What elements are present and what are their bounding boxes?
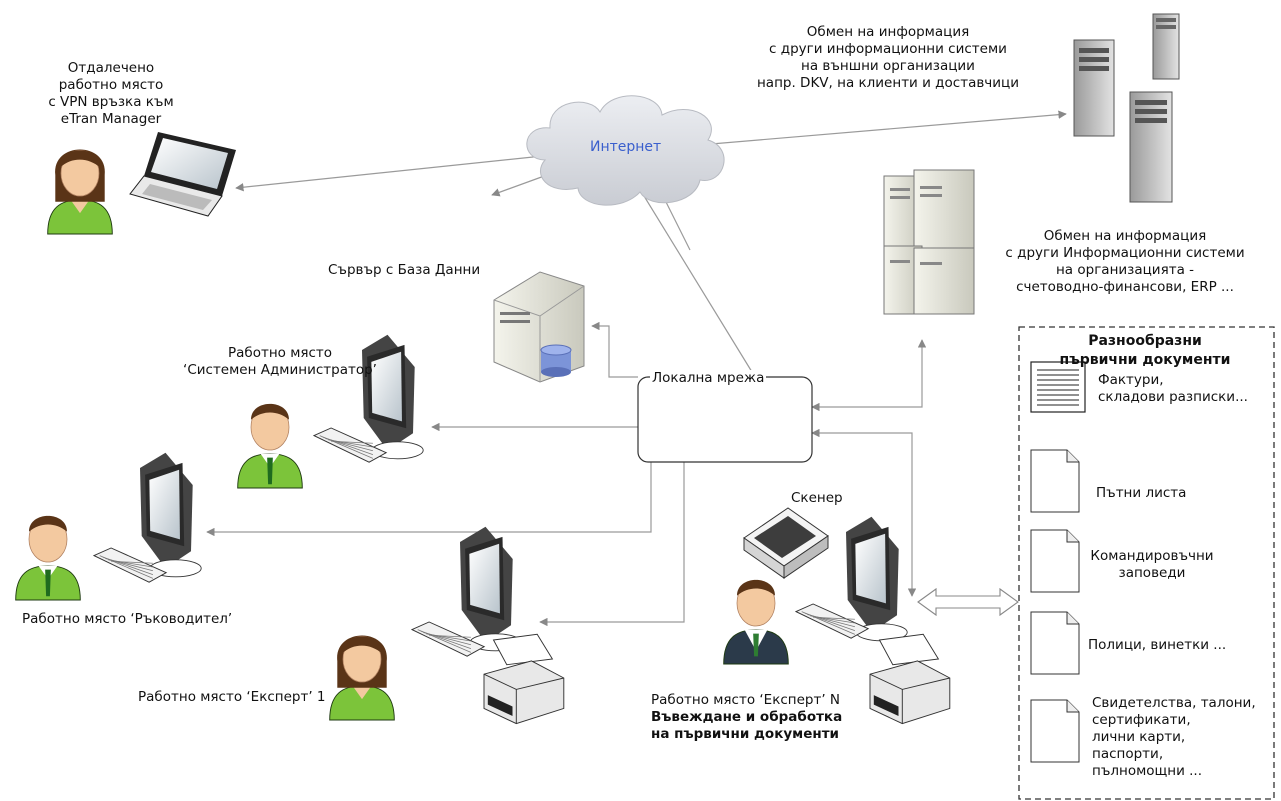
keyboard-icon <box>92 547 168 583</box>
doc-waybills-label: Пътни листа <box>1096 485 1187 501</box>
lan-to-expert1-line <box>539 462 685 627</box>
expertN-monitor-icon <box>846 516 908 642</box>
db-server-label: Сървър с База Данни <box>328 262 481 278</box>
expert1-monitor-icon <box>460 526 522 652</box>
doc-invoices-label: Фактури, складови разписки... <box>1098 372 1248 405</box>
doc-invoice-icon <box>1030 361 1086 413</box>
lan-box <box>637 376 813 463</box>
internet-to-lan-line <box>624 164 753 373</box>
lan-to-expertN-line <box>811 428 917 597</box>
documents-title: Разнообразни първични документи <box>1059 333 1231 368</box>
doc-certificates-label: Свидетелства, талони, сертификати, лични… <box>1092 695 1256 779</box>
keyboard-icon <box>410 621 486 657</box>
internal-exchange-label: Обмен на информация с други Информационн… <box>1005 228 1245 295</box>
doc-travel-orders-label: Командировъчни заповеди <box>1090 548 1214 581</box>
remote-workplace-label: Отдалечено работно място с VPN връзка къ… <box>48 60 174 127</box>
admin-workplace-label: Работно място ‘Системен Администратор’ <box>183 345 377 378</box>
admin-monitor-icon <box>362 334 424 460</box>
lan-to-manager-line <box>206 462 652 537</box>
doc-policies-label: Полици, винетки ... <box>1088 637 1227 653</box>
lan-label: Локална мрежа <box>650 370 767 387</box>
keyboard-icon <box>312 427 388 463</box>
documents-double-arrow <box>917 587 1019 617</box>
male-user-icon <box>15 515 81 601</box>
internet-cloud <box>526 95 725 206</box>
document-icon <box>1030 449 1080 513</box>
lan-to-db-line <box>591 321 638 378</box>
external-servers-icon <box>1073 13 1180 203</box>
document-icon <box>1030 699 1080 763</box>
manager-workplace-label: Работно място ‘Ръководител’ <box>22 611 233 627</box>
documents-panel <box>1018 326 1275 800</box>
female-user-icon <box>47 149 113 235</box>
printer-icon <box>483 633 565 725</box>
expertN-workplace-label: Работно място ‘Експерт’ N Въвеждане и об… <box>651 692 843 742</box>
external-exchange-label: Обмен на информация с други информационн… <box>756 24 1020 91</box>
scanner-icon <box>743 507 829 579</box>
expert1-workplace-label: Работно място ‘Експерт’ 1 <box>138 689 326 705</box>
male-user-icon <box>237 403 303 489</box>
document-icon <box>1030 529 1080 593</box>
lan-to-erp-line <box>811 339 927 412</box>
male-user-icon <box>723 579 789 665</box>
laptop-icon <box>129 132 236 217</box>
scanner-label: Скенер <box>791 490 843 506</box>
manager-monitor-icon <box>140 452 202 578</box>
printer-icon <box>869 633 951 725</box>
document-icon <box>1030 611 1080 675</box>
keyboard-icon <box>794 603 870 639</box>
internet-label: Интернет <box>590 139 662 155</box>
db-server-icon <box>493 271 585 383</box>
internal-servers-icon <box>883 169 975 315</box>
female-user-icon <box>329 635 395 721</box>
